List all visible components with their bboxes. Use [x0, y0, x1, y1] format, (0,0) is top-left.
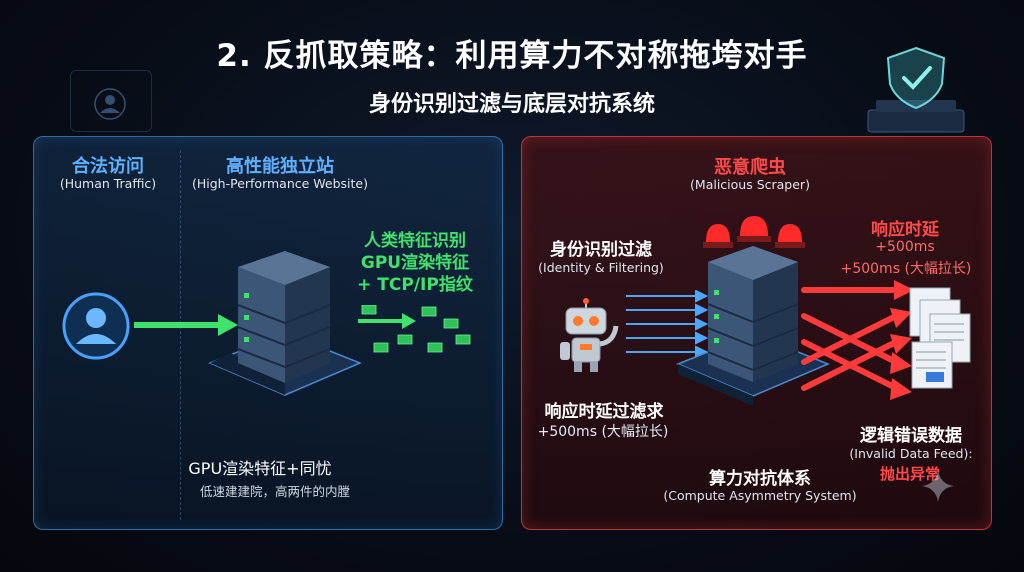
document-icon	[906, 286, 976, 396]
filter-subtitle: +500ms (大幅拉长)	[528, 421, 678, 441]
identity-title: 身份识别过滤	[536, 235, 666, 260]
scraper-subtitle: (Malicious Scraper)	[680, 177, 820, 192]
invalid-data-arrows	[800, 276, 920, 410]
site-title: 高性能独立站	[190, 152, 370, 178]
left-bottom-line-1: GPU渲染特征+同忧	[160, 455, 360, 479]
user-icon	[60, 290, 132, 362]
system-title: 算力对抗体系	[690, 464, 830, 489]
page-subtitle: 身份识别过滤与底层对抗系统	[0, 86, 1024, 118]
latency-line-2: +500ms (大幅拉长)	[826, 258, 986, 278]
page-title: 2. 反抓取策略：利用算力不对称拖垮对手	[0, 30, 1024, 75]
legit-subtitle: (Human Traffic)	[40, 176, 176, 191]
left-bottom-line-2: 低速建建院，高两件的内膛	[160, 481, 390, 500]
legit-title: 合法访问	[48, 152, 168, 178]
server-icon	[200, 245, 370, 405]
latency-line-1: +500ms	[840, 239, 970, 255]
sparkle-icon	[920, 468, 956, 504]
logic-subtitle: (Invalid Data Feed):	[840, 446, 982, 461]
scraper-title: 恶意爬虫	[690, 153, 810, 179]
system-subtitle: (Compute Asymmetry System)	[652, 488, 868, 503]
latency-title: 响应时延	[850, 215, 960, 240]
identity-subtitle: (Identity & Filtering)	[536, 260, 666, 275]
robot-icon	[550, 298, 630, 374]
envelope-icon	[358, 305, 478, 360]
site-subtitle: (High-Performance Website)	[180, 176, 380, 191]
logic-title: 逻辑错误数据	[846, 421, 976, 446]
filter-title: 响应时延过滤求	[534, 397, 674, 422]
